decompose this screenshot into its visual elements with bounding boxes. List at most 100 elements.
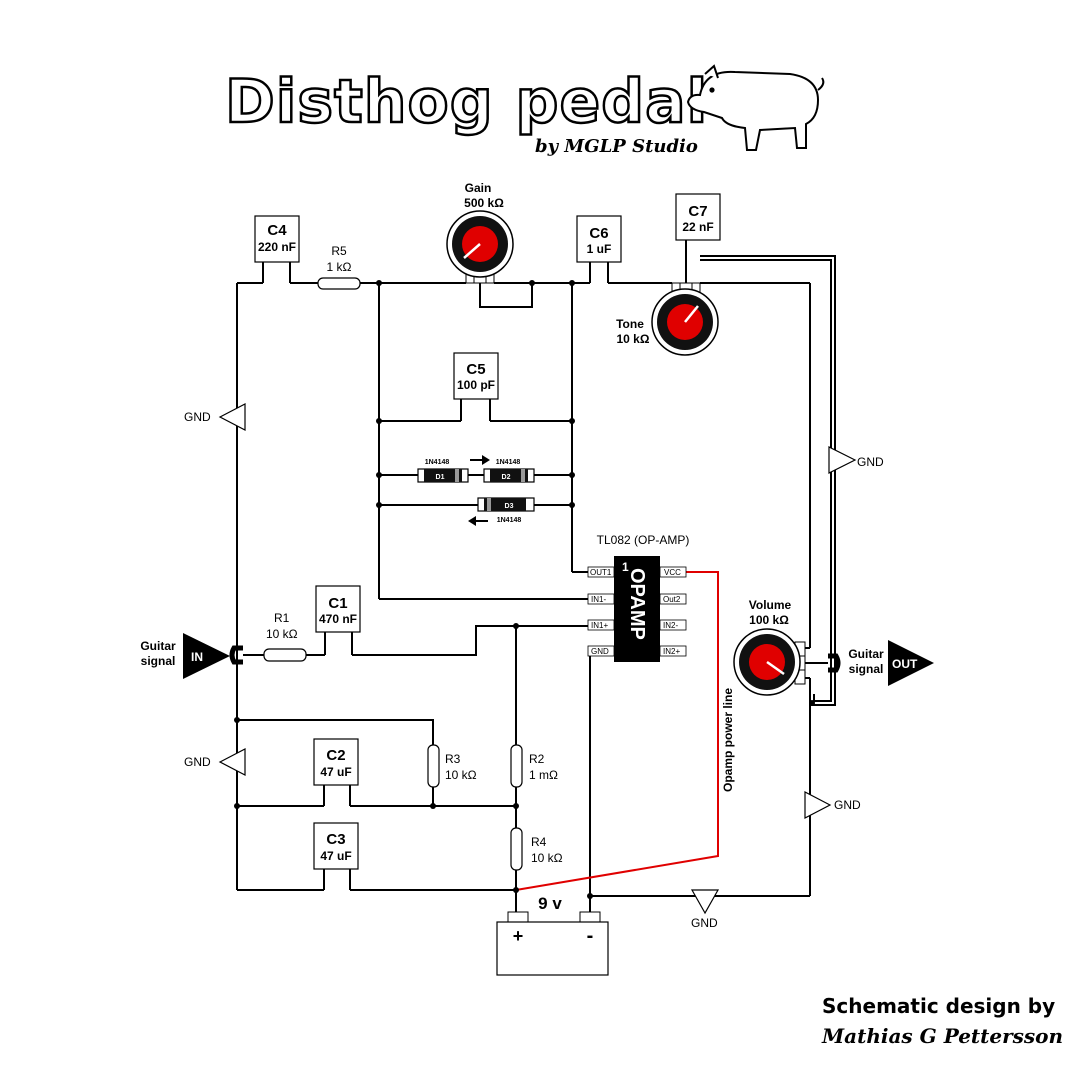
resistor-r1: R1 10 kΩ xyxy=(263,611,307,662)
svg-text:OUT: OUT xyxy=(892,657,918,671)
svg-text:GND: GND xyxy=(184,410,211,424)
svg-text:Tone: Tone xyxy=(616,317,644,331)
svg-text:R1: R1 xyxy=(274,611,290,625)
capacitor-c1: C1 470 nF xyxy=(315,585,361,655)
pig-icon xyxy=(686,64,825,151)
battery-minus: - xyxy=(587,925,594,947)
svg-text:C7: C7 xyxy=(688,203,707,220)
opamp-power-line xyxy=(515,571,719,891)
resistor-r5: R5 1 kΩ xyxy=(317,244,361,290)
junction-dots xyxy=(234,280,815,899)
svg-text:C2: C2 xyxy=(326,747,345,764)
capacitor-c4: C4 220 nF xyxy=(254,215,300,283)
svg-text:GND: GND xyxy=(857,455,884,469)
wires xyxy=(236,240,811,912)
capacitor-c2: C2 47 uF xyxy=(313,738,359,806)
diode-d3: D3 1N4148 xyxy=(477,497,535,524)
svg-text:C3: C3 xyxy=(326,831,345,848)
title-main: Disthog pedal xyxy=(225,67,708,137)
opamp-title: TL082 (OP-AMP) xyxy=(597,533,690,547)
capacitor-c6: C6 1 uF xyxy=(576,215,622,283)
svg-text:10 kΩ: 10 kΩ xyxy=(531,851,563,865)
svg-text:IN2+: IN2+ xyxy=(663,647,680,656)
svg-text:D2: D2 xyxy=(502,474,511,481)
svg-text:1: 1 xyxy=(622,560,629,574)
svg-text:1N4148: 1N4148 xyxy=(425,459,450,466)
svg-text:OUT1: OUT1 xyxy=(590,568,612,577)
svg-text:C6: C6 xyxy=(589,225,608,242)
svg-text:1 uF: 1 uF xyxy=(587,242,612,256)
svg-text:R3: R3 xyxy=(445,752,461,766)
svg-text:C5: C5 xyxy=(466,361,485,378)
svg-text:100 pF: 100 pF xyxy=(457,378,495,392)
svg-text:47 uF: 47 uF xyxy=(320,849,351,863)
battery-9v: 9 v + - xyxy=(496,894,609,976)
svg-text:22 nF: 22 nF xyxy=(682,220,713,234)
svg-text:VCC: VCC xyxy=(664,568,681,577)
svg-text:47 uF: 47 uF xyxy=(320,765,351,779)
power-line-label: Opamp power line xyxy=(721,688,735,792)
svg-text:1N4148: 1N4148 xyxy=(497,517,522,524)
svg-text:100 kΩ: 100 kΩ xyxy=(749,613,789,627)
svg-text:Out2: Out2 xyxy=(663,595,681,604)
svg-text:470 nF: 470 nF xyxy=(319,612,357,626)
svg-text:C1: C1 xyxy=(328,595,347,612)
capacitor-c3: C3 47 uF xyxy=(313,822,359,890)
credit-block: Schematic design by Mathias G Pettersson xyxy=(821,994,1063,1048)
opamp-body-label: OPAMP xyxy=(626,568,648,640)
svg-text:10 kΩ: 10 kΩ xyxy=(445,768,477,782)
svg-text:IN1+: IN1+ xyxy=(591,621,608,630)
svg-text:D3: D3 xyxy=(505,503,514,510)
tone-potentiometer: Tone 10 kΩ xyxy=(616,282,719,356)
svg-text:GND: GND xyxy=(834,798,861,812)
arrow-right-icon xyxy=(470,455,490,465)
title-subtitle: by MGLP Studio xyxy=(535,136,698,157)
svg-text:R2: R2 xyxy=(529,752,545,766)
svg-text:Volume: Volume xyxy=(749,598,792,612)
opamp-chip: TL082 (OP-AMP) 1 OPAMP OUT1 IN1- IN1+ GN… xyxy=(587,533,690,662)
svg-text:Mathias G Pettersson: Mathias G Pettersson xyxy=(821,1024,1063,1048)
gnd-right-bottom: GND xyxy=(804,791,861,819)
volume-potentiometer: Volume 100 kΩ xyxy=(733,598,806,696)
battery-voltage: 9 v xyxy=(538,894,562,913)
svg-text:R5: R5 xyxy=(331,244,347,258)
diode-d1: D1 1N4148 xyxy=(417,459,469,483)
capacitor-c5: C5 100 pF xyxy=(453,352,499,421)
arrow-left-icon xyxy=(468,516,488,526)
svg-text:1 kΩ: 1 kΩ xyxy=(327,260,352,274)
svg-text:IN: IN xyxy=(191,650,203,664)
svg-text:GND: GND xyxy=(591,647,609,656)
gnd-left-bottom: GND xyxy=(184,748,246,776)
svg-text:500 kΩ: 500 kΩ xyxy=(464,196,504,210)
svg-text:1N4148: 1N4148 xyxy=(496,459,521,466)
svg-text:220 nF: 220 nF xyxy=(258,240,296,254)
resistor-r2: R2 1 mΩ xyxy=(510,744,558,788)
gnd-left-top: GND xyxy=(184,403,246,431)
svg-text:IN2-: IN2- xyxy=(663,621,678,630)
capacitor-c7: C7 22 nF xyxy=(675,193,721,241)
svg-text:10 kΩ: 10 kΩ xyxy=(617,332,650,346)
svg-text:GND: GND xyxy=(691,916,718,930)
svg-text:D1: D1 xyxy=(436,474,445,481)
svg-text:R4: R4 xyxy=(531,835,547,849)
diode-d2: D2 1N4148 xyxy=(483,459,535,483)
svg-text:Schematic design by: Schematic design by xyxy=(822,994,1055,1018)
svg-text:1 mΩ: 1 mΩ xyxy=(529,768,558,782)
svg-text:10 kΩ: 10 kΩ xyxy=(266,627,298,641)
gnd-right-top: GND xyxy=(828,446,884,474)
resistor-r3: R3 10 kΩ xyxy=(427,744,477,788)
battery-plus: + xyxy=(513,926,524,946)
resistor-r4: R4 10 kΩ xyxy=(510,827,563,871)
svg-text:Gain: Gain xyxy=(465,181,492,195)
title-block: Disthog pedal by MGLP Studio xyxy=(224,64,825,157)
svg-text:IN1-: IN1- xyxy=(591,595,606,604)
gnd-bottom: GND xyxy=(690,889,720,930)
svg-text:GND: GND xyxy=(184,755,211,769)
gain-potentiometer: Gain 500 kΩ xyxy=(446,181,514,284)
svg-text:C4: C4 xyxy=(267,222,287,239)
